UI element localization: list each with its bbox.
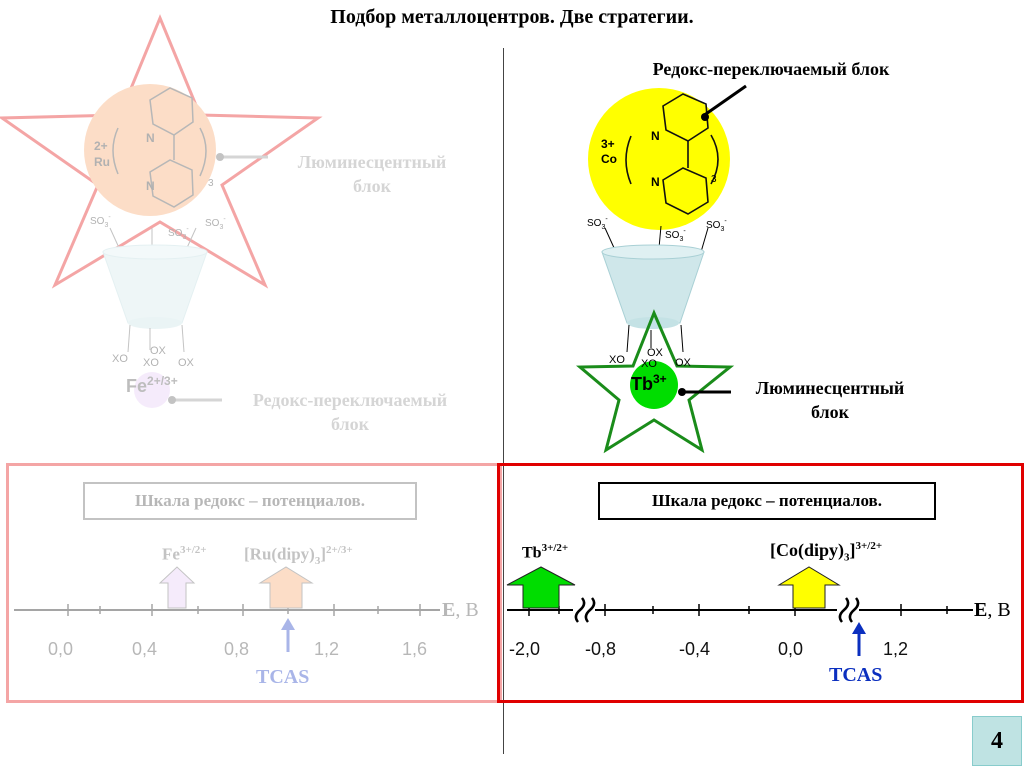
left-tick-3: 1,2 [314,639,339,659]
left-strategy-faded: 2+ Ru N N 3 SO3- SO3- SO3- XO OX XO OX F… [0,0,502,768]
red-star-outline [0,14,323,289]
left-scale-frame [6,463,502,703]
axis-break-2 [837,597,860,623]
right-redox-label: Редокс-переключаемый блок [652,59,890,79]
left-xo-2: XO [143,357,159,369]
right-xo-2: XO [641,358,657,370]
left-ox-2: OX [178,357,195,369]
left-tick-2: 0,8 [224,639,249,659]
left-scale-title: Шкала редокс – потенциалов. [83,482,417,520]
right-scale-frame [497,463,1024,703]
right-scale-title: Шкала редокс – потенциалов. [598,482,936,520]
co-complex-circle [588,88,730,230]
left-so3-2: SO3- [168,226,189,241]
bipyridine-ligand [112,87,207,208]
ru-arrow-label: [Ru(dipy)3]2+/3+ [244,544,353,568]
right-tick-1: -0,8 [585,639,616,659]
right-xo-1: XO [609,354,625,366]
co-potential-arrow [777,566,841,609]
left-tick-0: 0,0 [48,639,73,659]
left-so3-1: SO3- [90,214,111,229]
left-xo-1: XO [112,353,128,365]
co-n2: N [651,175,660,189]
right-tick-0: -2,0 [509,639,540,659]
left-tcas-label: TCAS [256,666,310,688]
ru-n2: N [146,179,155,193]
right-so3-1: SO3- [587,216,608,231]
fe-circle [134,372,170,408]
left-tick-1: 0,4 [132,639,157,659]
fe-potential-arrow [158,566,196,609]
right-tick-2: -0,4 [679,639,710,659]
center-divider [503,48,504,754]
right-so3-connectors [604,225,709,253]
right-tick-4: 1,2 [883,639,908,659]
left-tick-4: 1,6 [402,639,427,659]
fe-arrow-label: Fe3+/2+ [162,544,207,564]
left-molecule-diagram: 2+ Ru N N 3 SO3- SO3- SO3- XO OX XO OX F… [0,14,323,408]
right-xo-connectors [626,324,684,353]
axis-break-1 [573,597,596,623]
right-so3-2: SO3- [665,228,686,243]
left-scale-axis-diagram: 0,0 0,4 0,8 1,2 1,6 [14,566,440,659]
right-molecule-diagram: 3+ Co N N 3 SO3- SO3- SO3- XO OX XO OX T… [575,84,747,454]
right-scale-axis-diagram: -2,0 -0,8 -0,4 0,0 1,2 [506,566,973,659]
left-so3-3: SO3- [205,216,226,231]
green-star-outline [575,309,735,454]
right-so3-3: SO3- [706,218,727,233]
tb-leader-dot [678,388,686,396]
ru-charge: 2+ [94,139,108,153]
left-ox-1: OX [150,345,167,357]
slide-title: Подбор металлоцентров. Две стратегии. [330,6,694,28]
right-axis-label: E, B [974,599,1011,621]
ru-n1: N [146,131,155,145]
right-tick-3: 0,0 [778,639,803,659]
left-axis-ticks [67,604,421,616]
left-so3-connectors [109,227,197,251]
ru-subscript: 3 [208,178,214,189]
fe-label: Fe2+/3+ [126,374,178,396]
ru-complex-circle [84,84,216,216]
left-axis-label: E, B [442,599,479,621]
right-ox-1: OX [647,347,664,359]
left-xo-connectors [127,324,185,353]
ru-leader-dot [216,153,224,161]
tb-label: Tb3+ [631,372,667,394]
co-n1: N [651,129,660,143]
right-ox-2: OX [675,357,692,369]
co-bipyridine-ligand [625,93,719,215]
ru-potential-arrow [258,566,314,609]
ru-metal: Ru [94,155,110,169]
co-leader-dot [701,113,709,121]
fe-leader-dot [168,396,176,404]
tb-circle [630,361,678,409]
co-arrow-label: [Co(dipy)3]3+/2+ [770,540,883,564]
co-metal: Co [601,152,617,166]
co-charge: 3+ [601,137,615,151]
co-subscript: 3 [711,174,717,185]
tb-potential-arrow [506,566,576,609]
left-cyclodextrin-cup [102,251,208,324]
co-leader-line [702,84,747,118]
tb-arrow-label: Tb3+/2+ [522,542,569,562]
page-number: 4 [972,716,1022,766]
right-tcas-label: TCAS [829,664,883,686]
